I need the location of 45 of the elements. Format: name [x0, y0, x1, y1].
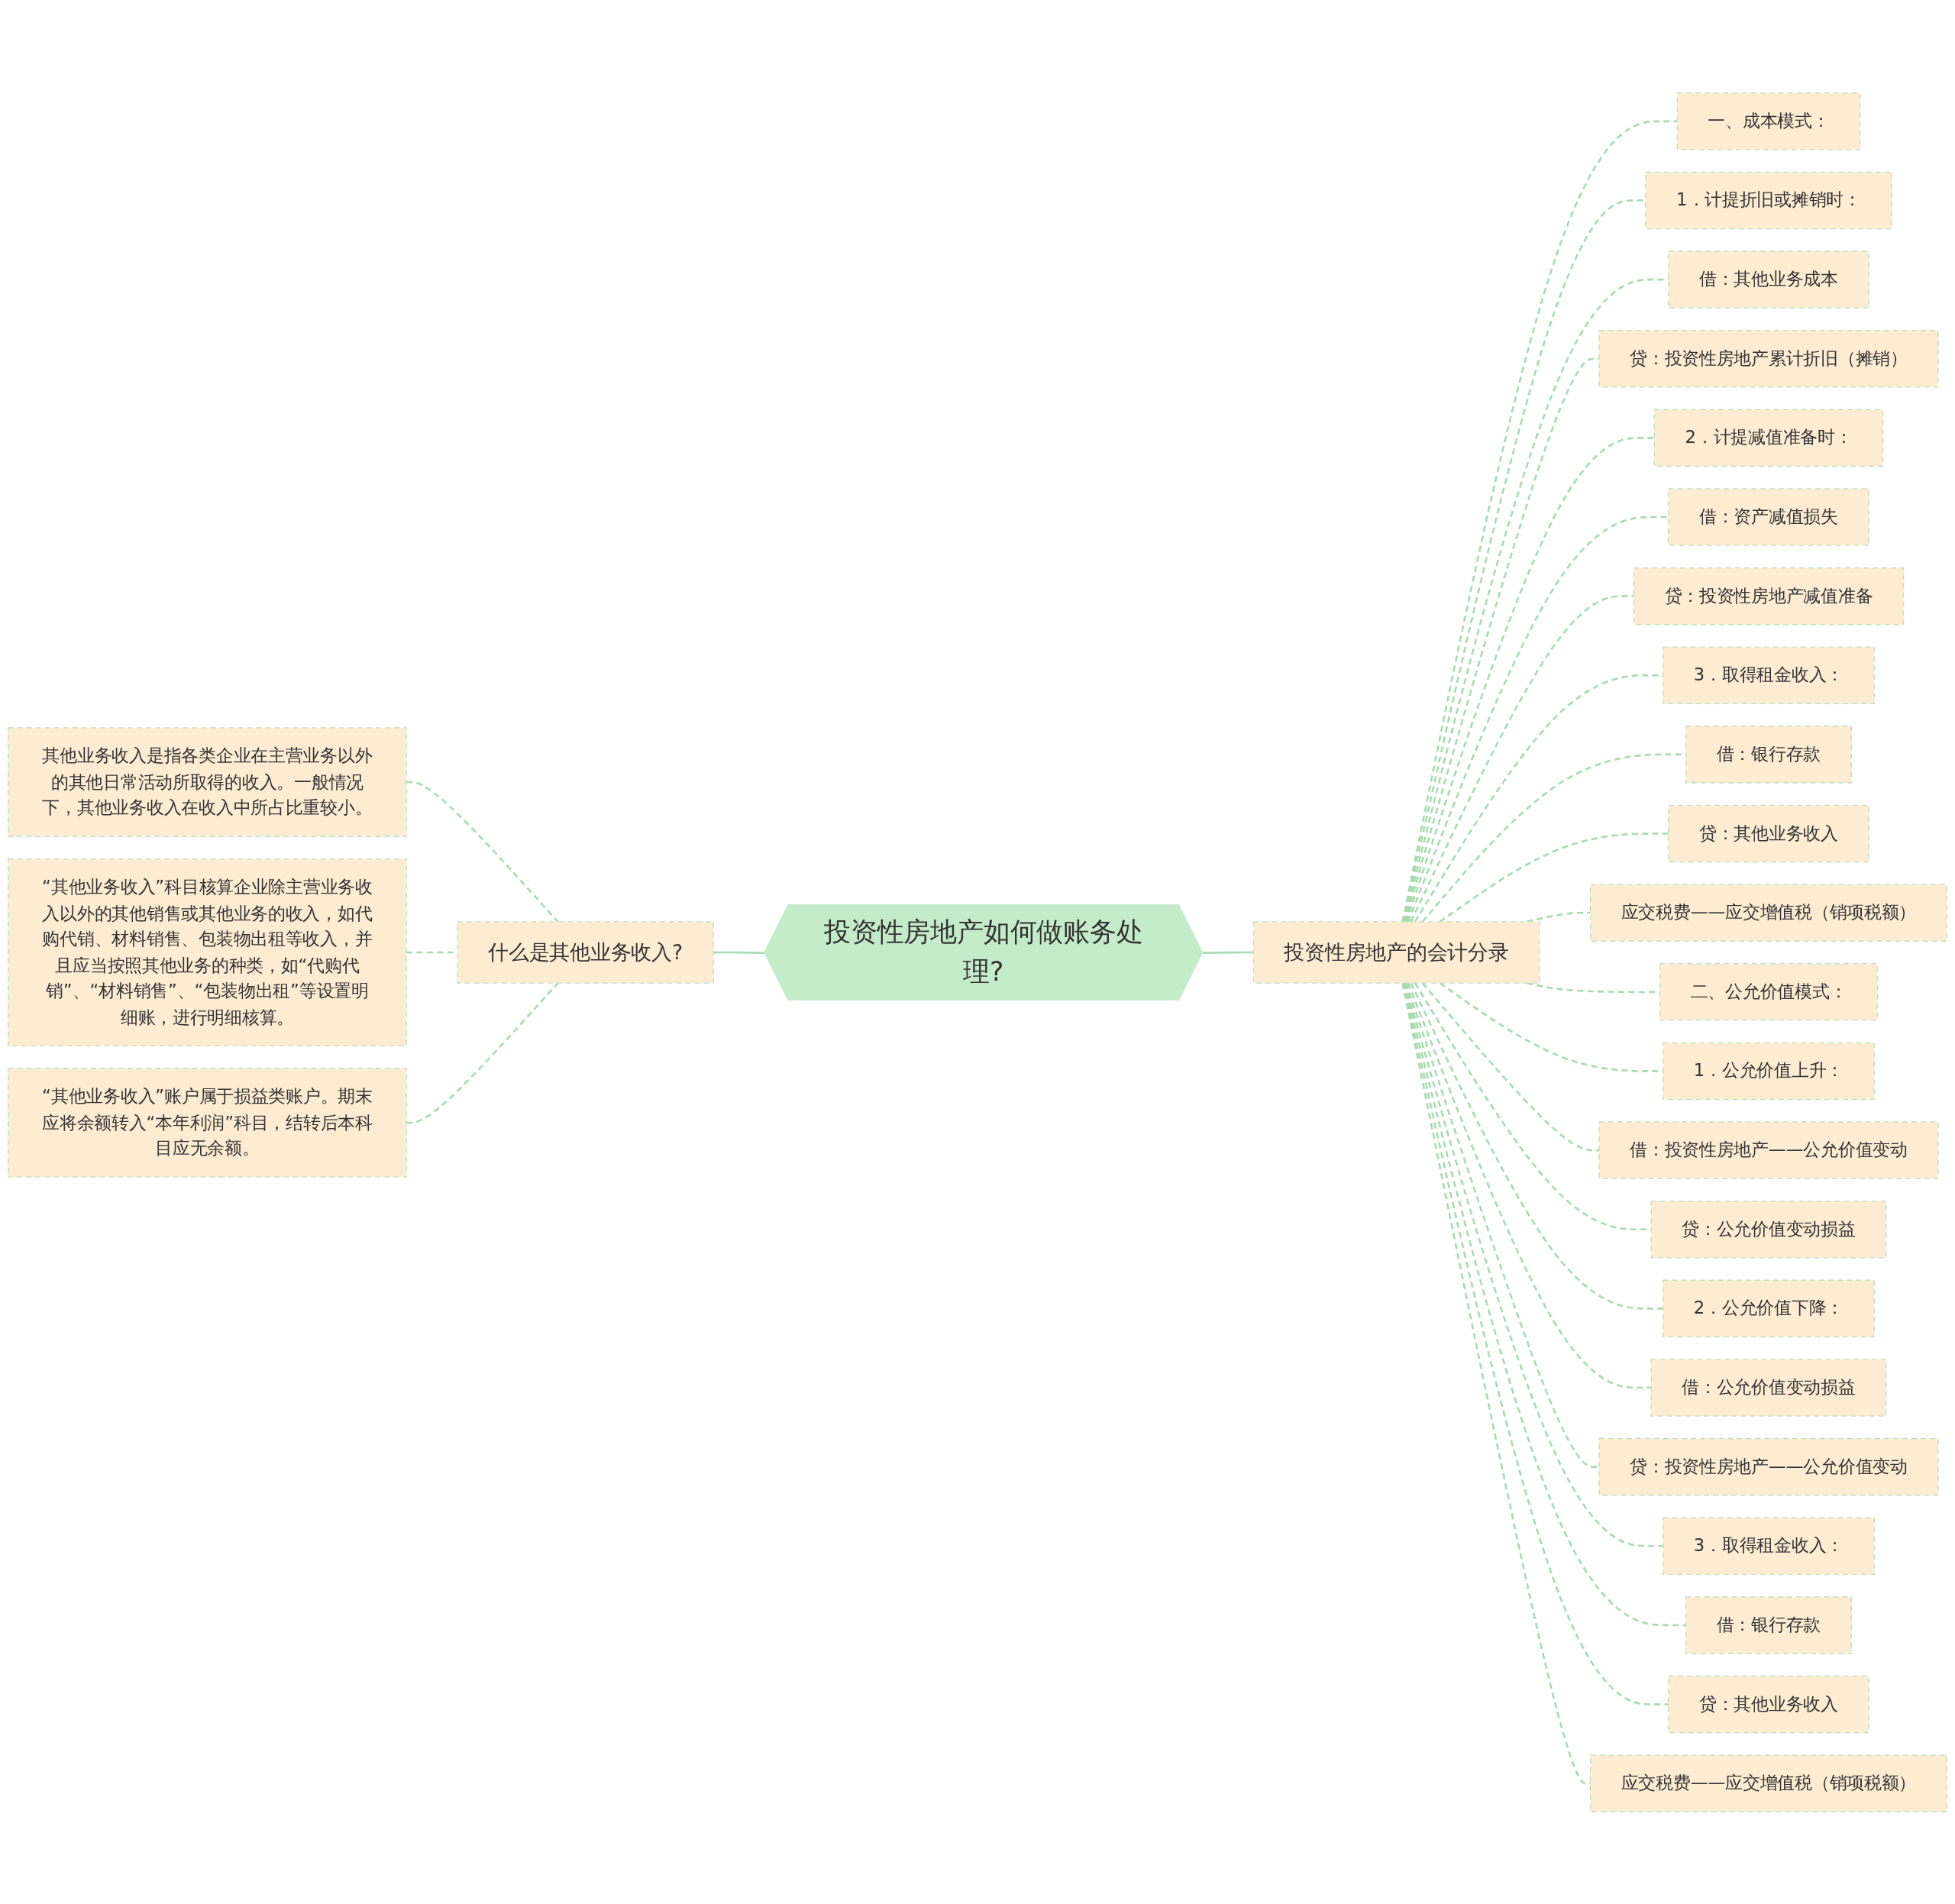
- node-box: 其他业务收入是指各类企业在主营业务以外的其他日常活动所取得的收入。一般情况下，其他业务收入在收入中所占比重较小。: [8, 726, 407, 837]
- node-box: 借：银行存款: [1685, 1595, 1852, 1654]
- node-box: 投资性房地产的会计分录: [1252, 920, 1540, 984]
- node-box: 贷：投资性房地产减值准备: [1633, 567, 1905, 625]
- node-box: 借：银行存款: [1685, 725, 1852, 784]
- connector: [1402, 982, 1669, 1705]
- connector: [1407, 516, 1669, 922]
- node-box: 借：投资性房地产——公允价值变动: [1598, 1120, 1939, 1179]
- node-box: 二、公允价值模式：: [1659, 962, 1879, 1021]
- connector: [1410, 594, 1634, 922]
- node-box: 贷：投资性房地产累计折旧（摊销）: [1598, 329, 1939, 387]
- connector: [1403, 982, 1686, 1626]
- connector: [713, 951, 765, 954]
- connector: [1439, 832, 1669, 923]
- connector: [1403, 278, 1669, 922]
- node-box: 1．公允价值上升：: [1663, 1042, 1875, 1100]
- connector: [1527, 911, 1591, 923]
- node-box: 借：资产减值损失: [1668, 487, 1869, 546]
- connector: [1405, 982, 1599, 1468]
- connector: [1401, 119, 1678, 922]
- node-box: 1．计提折旧或摊销时：: [1645, 171, 1892, 229]
- connector: [1410, 982, 1663, 1310]
- connector: [406, 981, 559, 1123]
- node-box: 贷：公允价值变动损益: [1650, 1200, 1887, 1258]
- node-box: 贷：投资性房地产——公允价值变动: [1598, 1437, 1939, 1495]
- node-box: 2．公允价值下降：: [1663, 1279, 1875, 1337]
- node-box: 贷：其他业务收入: [1668, 804, 1869, 862]
- connector: [406, 781, 559, 923]
- node-box: 应交税费——应交增值税（销项税额）: [1589, 1754, 1947, 1812]
- node-box: “其他业务收入”账户属于损益类账户。期末应将余额转入“本年利润”科目，结转后本科目应无余额。: [8, 1067, 407, 1178]
- connector: [1404, 982, 1663, 1547]
- connector: [1407, 982, 1652, 1388]
- node-box: 借：其他业务成本: [1668, 250, 1869, 309]
- node-box: 贷：其他业务收入: [1668, 1675, 1869, 1733]
- node-box: 3．取得租金收入：: [1663, 1517, 1875, 1575]
- connector: [1405, 436, 1655, 922]
- connector: [1421, 981, 1599, 1151]
- node-box: 应交税费——应交增值税（销项税额）: [1589, 883, 1947, 942]
- node-box: “其他业务收入”科目核算企业除主营业务收入以外的其他销售或其他业务的收入，如代购代销、材料销售、包装物出租等收入，并且应当按照其他业务的种类，如“代购代销”、“材料销售”、“包装物出租”等设置明细账，进行明细核算。: [8, 858, 407, 1046]
- connector: [1203, 951, 1254, 954]
- node-box: 什么是其他业务收入?: [457, 920, 714, 984]
- node-box: 借：公允价值变动损益: [1650, 1358, 1887, 1417]
- node-box: 3．取得租金收入：: [1663, 646, 1875, 704]
- node-box: 一、成本模式：: [1676, 92, 1861, 150]
- node-box: 2．计提减值准备时：: [1653, 409, 1884, 467]
